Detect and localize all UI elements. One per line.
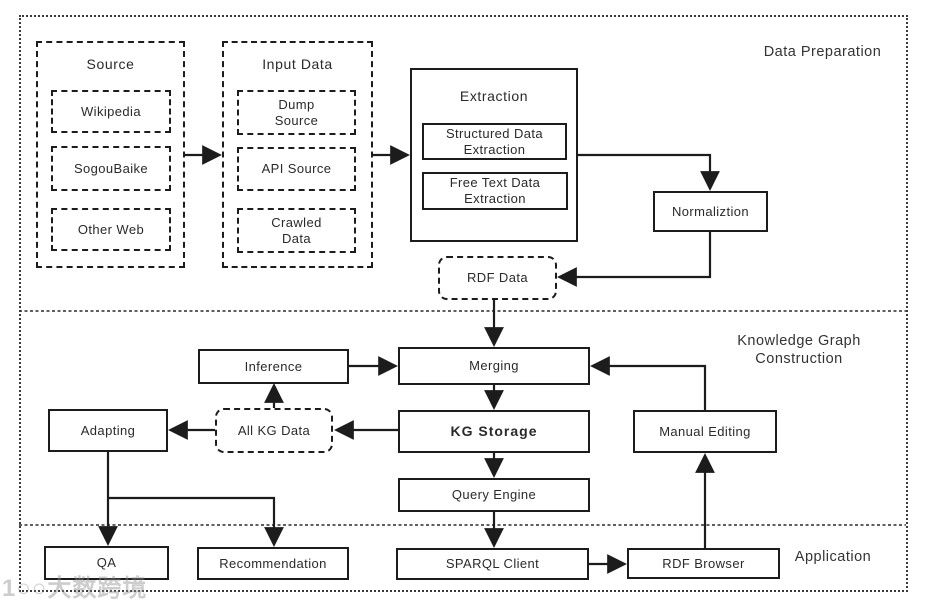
node-api-source-label: API Source [261, 161, 332, 177]
node-other-web-label: Other Web [77, 221, 145, 237]
node-kg-storage: KG Storage [398, 410, 590, 453]
node-api-source: API Source [237, 147, 356, 191]
section-label-application: Application [794, 549, 872, 565]
arrow-normaliztion-to-rdf-data [557, 232, 712, 287]
node-merging: Merging [398, 347, 590, 385]
node-normaliztion-label: Normaliztion [671, 203, 750, 219]
arrow-manual-editing-to-merging [590, 356, 707, 410]
node-all-kg-data-label: All KG Data [237, 422, 311, 438]
node-inference-label: Inference [244, 358, 303, 374]
node-free-text-data-extraction: Free Text Data Extraction [422, 172, 568, 210]
arrow-extraction-to-normaliztion [578, 153, 720, 191]
arrow-adapting-to-recommendation [108, 496, 284, 547]
node-manual-editing: Manual Editing [633, 410, 777, 453]
section-label-kg-construction: Knowledge Graph Construction [737, 333, 861, 368]
node-merging-label: Merging [469, 358, 519, 374]
node-adapting-label: Adapting [80, 422, 136, 438]
watermark: 1○○大数跨境 [2, 575, 148, 602]
node-kg-storage-label: KG Storage [450, 423, 538, 440]
node-dump-source-label: Dump Source [274, 96, 319, 128]
node-sparql-client: SPARQL Client [396, 548, 589, 580]
group-extraction-title: Extraction [459, 88, 529, 104]
node-qa: QA [44, 546, 169, 580]
node-sogoubaike: SogouBaike [51, 146, 171, 191]
node-rdf-data-label: RDF Data [467, 270, 528, 286]
node-recommendation-label: Recommendation [219, 555, 327, 571]
group-source: Source [36, 41, 185, 268]
node-rdf-data: RDF Data [438, 256, 557, 300]
group-source-title: Source [86, 56, 135, 72]
node-crawled-data: Crawled Data [237, 208, 356, 253]
node-query-engine-label: Query Engine [451, 487, 537, 503]
node-all-kg-data: All KG Data [215, 408, 333, 453]
node-rdf-browser: RDF Browser [627, 548, 780, 579]
node-rdf-browser-label: RDF Browser [662, 555, 745, 571]
group-extraction: Extraction [410, 68, 578, 242]
node-recommendation: Recommendation [197, 547, 349, 580]
node-normaliztion: Normaliztion [653, 191, 768, 232]
node-qa-label: QA [96, 555, 117, 571]
node-query-engine: Query Engine [398, 478, 590, 512]
section-label-data-preparation: Data Preparation [763, 44, 882, 60]
group-input-data-title: Input Data [262, 56, 333, 72]
node-sparql-client-label: SPARQL Client [445, 556, 540, 572]
node-wikipedia: Wikipedia [51, 90, 171, 133]
node-structured-data-extraction: Structured Data Extraction [422, 123, 567, 160]
node-inference: Inference [198, 349, 349, 384]
node-other-web: Other Web [51, 208, 171, 251]
node-free-text-data-extraction-label: Free Text Data Extraction [449, 175, 541, 206]
node-manual-editing-label: Manual Editing [659, 423, 751, 439]
node-dump-source: Dump Source [237, 90, 356, 135]
node-sogoubaike-label: SogouBaike [73, 160, 149, 176]
node-structured-data-extraction-label: Structured Data Extraction [445, 125, 544, 157]
node-wikipedia-label: Wikipedia [81, 103, 141, 119]
group-input-data: Input Data [222, 41, 373, 268]
node-crawled-data-label: Crawled Data [271, 214, 322, 246]
node-adapting: Adapting [48, 409, 168, 452]
